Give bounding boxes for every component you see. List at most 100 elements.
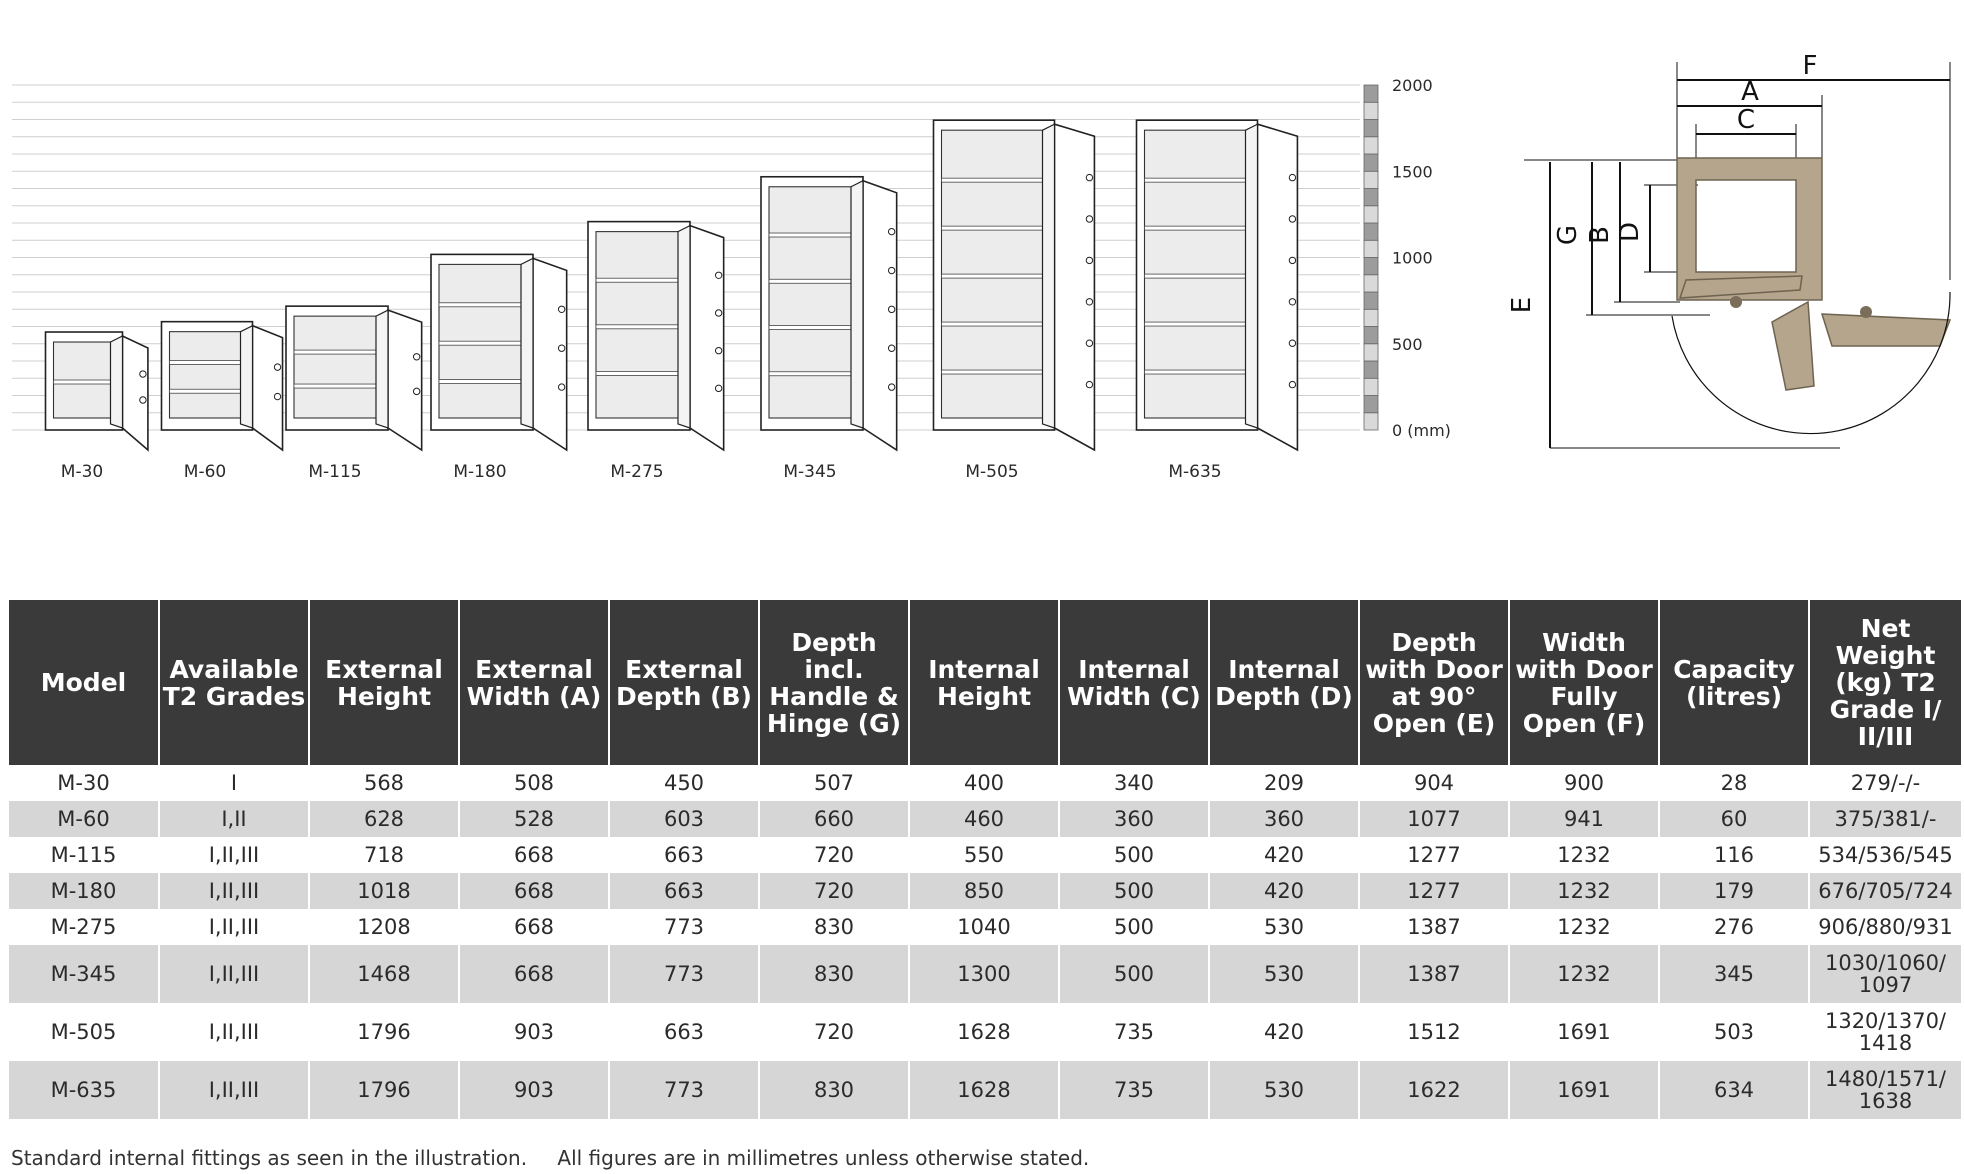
scale-segment bbox=[1363, 101, 1379, 120]
table-cell: 1232 bbox=[1508, 945, 1659, 1003]
scale-segment bbox=[1363, 291, 1379, 310]
scale-segment bbox=[1363, 377, 1379, 396]
door-bolt bbox=[1085, 380, 1094, 389]
table-cell: 941 bbox=[1508, 801, 1659, 837]
table-cell: 1628 bbox=[908, 1003, 1059, 1061]
safe-shelf bbox=[595, 277, 683, 283]
table-cell: 668 bbox=[458, 909, 609, 945]
door-bolt bbox=[273, 363, 282, 371]
table-cell: 460 bbox=[908, 801, 1059, 837]
table-cell: 507 bbox=[758, 765, 909, 801]
table-cell: 1277 bbox=[1358, 837, 1509, 873]
dim-d-letter: D bbox=[1615, 222, 1645, 242]
table-cell: 1468 bbox=[308, 945, 459, 1003]
footnote-units: All figures are in millimetres unless ot… bbox=[557, 1146, 1090, 1170]
table-cell: 735 bbox=[1058, 1003, 1209, 1061]
model-cell: M-60 bbox=[9, 801, 159, 837]
table-cell: 676/705/724 bbox=[1808, 873, 1961, 909]
scale-segment bbox=[1363, 153, 1379, 172]
scale-segment bbox=[1363, 136, 1379, 155]
table-cell: 1387 bbox=[1358, 945, 1509, 1003]
safe-model-label: M-180 bbox=[453, 462, 506, 482]
safe-shelf bbox=[438, 379, 526, 384]
safe-interior bbox=[293, 315, 381, 419]
safe-door-inner bbox=[109, 335, 124, 429]
safe-drawing: M-60 bbox=[160, 320, 284, 482]
table-cell: 1691 bbox=[1508, 1061, 1659, 1119]
dim-c-letter: C bbox=[1737, 105, 1755, 135]
door-at-90-open bbox=[1771, 300, 1815, 391]
table-cell: 500 bbox=[1058, 873, 1209, 909]
table-cell: 1232 bbox=[1508, 909, 1659, 945]
door-bolt bbox=[557, 305, 566, 313]
footnote-fittings: Standard internal fittings as seen in th… bbox=[11, 1146, 528, 1170]
table-cell: 1040 bbox=[908, 909, 1059, 945]
table-cell: 400 bbox=[908, 765, 1059, 801]
table-cell: 830 bbox=[758, 945, 909, 1003]
table-cell: 500 bbox=[1058, 945, 1209, 1003]
table-cell: 360 bbox=[1058, 801, 1209, 837]
height-scale-bar bbox=[1363, 84, 1379, 431]
safe-drawing: M-345 bbox=[760, 175, 898, 482]
door-partially-open bbox=[1678, 275, 1803, 299]
table-cell: 1622 bbox=[1358, 1061, 1509, 1119]
door-bolt bbox=[139, 396, 147, 404]
table-cell: 904 bbox=[1358, 765, 1509, 801]
footnote: Standard internal fittings as seen in th… bbox=[11, 1146, 1089, 1170]
door-bolt bbox=[139, 370, 147, 378]
table-cell: 28 bbox=[1658, 765, 1809, 801]
model-cell: M-635 bbox=[9, 1061, 159, 1119]
table-cell: 628 bbox=[308, 801, 459, 837]
table-cell: 60 bbox=[1658, 801, 1809, 837]
table-cell: 1030/1060/ 1097 bbox=[1808, 945, 1961, 1003]
door-bolt bbox=[1288, 256, 1297, 265]
table-cell: I,II,III bbox=[158, 909, 309, 945]
column-header: External Height bbox=[308, 600, 459, 765]
door-swing-arc-end bbox=[1939, 291, 1951, 347]
scale-label: 0 (mm) bbox=[1392, 421, 1451, 440]
table-cell: 420 bbox=[1208, 1003, 1359, 1061]
table-cell: 1796 bbox=[308, 1061, 459, 1119]
safe-door bbox=[1053, 123, 1096, 452]
safe-door-inner bbox=[1041, 123, 1056, 429]
column-header: Internal Height bbox=[908, 600, 1059, 765]
safe-door-inner bbox=[239, 324, 254, 429]
safe-model-label: M-275 bbox=[610, 462, 663, 482]
scale-segment bbox=[1363, 395, 1379, 414]
model-cell: M-275 bbox=[50, 915, 117, 939]
door-swing-arc bbox=[1671, 315, 1941, 435]
door-bolt bbox=[1085, 256, 1094, 265]
table-cell: 603 bbox=[608, 801, 759, 837]
table-cell: 375/381/- bbox=[1808, 801, 1961, 837]
scale-segment bbox=[1363, 84, 1379, 103]
scale-segment bbox=[1363, 119, 1379, 138]
scale-segment bbox=[1363, 222, 1379, 241]
door-bolt bbox=[887, 305, 896, 314]
door-bolt bbox=[887, 266, 896, 275]
table-cell: 720 bbox=[758, 1003, 909, 1061]
door-bolt bbox=[273, 392, 282, 401]
table-cell: 1628 bbox=[908, 1061, 1059, 1119]
table-cell: 1277 bbox=[1358, 873, 1509, 909]
safe-drawing: M-30 bbox=[44, 331, 149, 482]
table-cell: 116 bbox=[1658, 837, 1809, 873]
safe-door-inner bbox=[1244, 123, 1259, 429]
scale-segment bbox=[1363, 326, 1379, 345]
door-bolt bbox=[412, 387, 421, 396]
table-cell: 568 bbox=[308, 765, 459, 801]
scale-segment bbox=[1363, 412, 1379, 431]
column-header: Capacity (litres) bbox=[1658, 600, 1809, 765]
dimension-plan-diagram: F A C E G B D bbox=[1507, 51, 1952, 449]
safe-door-inner bbox=[677, 224, 691, 429]
scale-segment bbox=[1363, 205, 1379, 224]
table-cell: 1796 bbox=[308, 1003, 459, 1061]
safe-door bbox=[689, 224, 725, 452]
dim-b-letter: B bbox=[1585, 226, 1615, 244]
door-bolt bbox=[557, 383, 566, 391]
